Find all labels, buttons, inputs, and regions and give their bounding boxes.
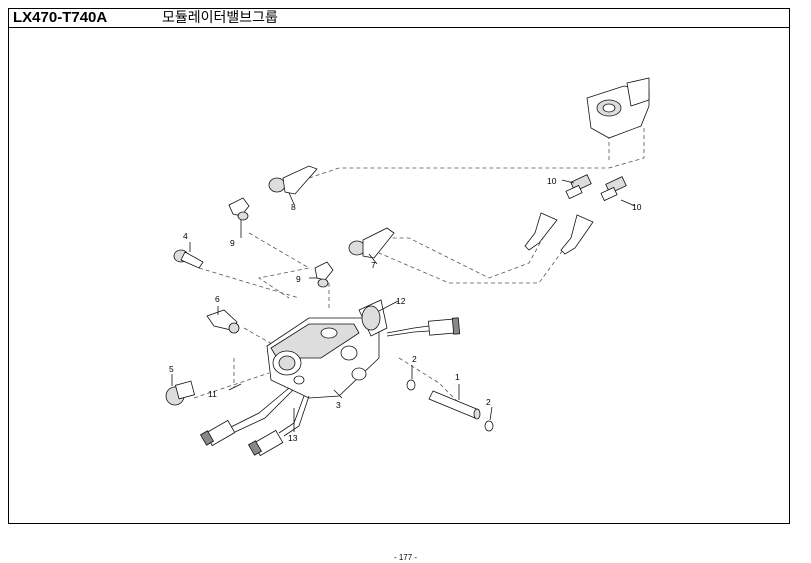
solenoid-12 <box>358 299 388 337</box>
routing-lines <box>193 128 645 414</box>
flange-fitting <box>586 77 650 139</box>
callout-9-upper: 9 <box>230 238 235 248</box>
o-ring-2-upper <box>406 379 416 391</box>
page-number: - 177 - <box>393 553 418 562</box>
connector-13-right <box>247 429 284 457</box>
hose-end-8 <box>268 165 318 195</box>
callout-5: 5 <box>169 364 174 374</box>
valve-block <box>266 317 380 399</box>
callout-7: 7 <box>371 260 376 270</box>
callout-10-left: 10 <box>547 176 557 186</box>
bolt-4 <box>173 249 204 269</box>
header-row: LX470-T740A 모듈레이터밸브그룹 <box>9 9 789 28</box>
callout-4: 4 <box>183 231 188 241</box>
callout-6: 6 <box>215 294 220 304</box>
callout-12: 12 <box>396 296 406 306</box>
connector-13-left <box>199 419 236 447</box>
connector-12 <box>428 317 461 336</box>
o-ring-2-lower <box>484 420 494 432</box>
callout-1: 1 <box>455 372 460 382</box>
fitting-10-right <box>600 176 627 202</box>
callout-3: 3 <box>336 400 341 410</box>
model-code: LX470-T740A <box>13 9 108 26</box>
leader-lines <box>171 179 636 432</box>
diagram-frame: LX470-T740A 모듈레이터밸브그룹 <box>8 8 790 524</box>
hose-end-7 <box>348 227 395 259</box>
callout-13: 13 <box>288 433 298 443</box>
fitting-6 <box>206 309 240 334</box>
elbow-9-upper <box>228 197 250 221</box>
exploded-parts-drawing: 10 10 8 9 4 9 7 6 5 11 12 2 1 2 3 13 <box>165 77 650 457</box>
fitting-5 <box>165 380 196 406</box>
pin-1 <box>428 390 481 420</box>
elbow-9-lower <box>314 261 334 288</box>
callout-8: 8 <box>291 202 296 212</box>
callout-2-lower: 2 <box>486 397 491 407</box>
callout-11: 11 <box>208 389 217 399</box>
callout-9-lower: 9 <box>296 274 301 284</box>
callout-labels: 10 10 8 9 4 9 7 6 5 11 12 2 1 2 3 13 <box>169 176 642 443</box>
callout-2-upper: 2 <box>412 354 417 364</box>
hose-ends-upper <box>524 212 594 255</box>
sheet-title: 모듈레이터밸브그룹 <box>162 10 278 26</box>
callout-10-right: 10 <box>632 202 642 212</box>
fitting-10-left <box>565 174 592 200</box>
